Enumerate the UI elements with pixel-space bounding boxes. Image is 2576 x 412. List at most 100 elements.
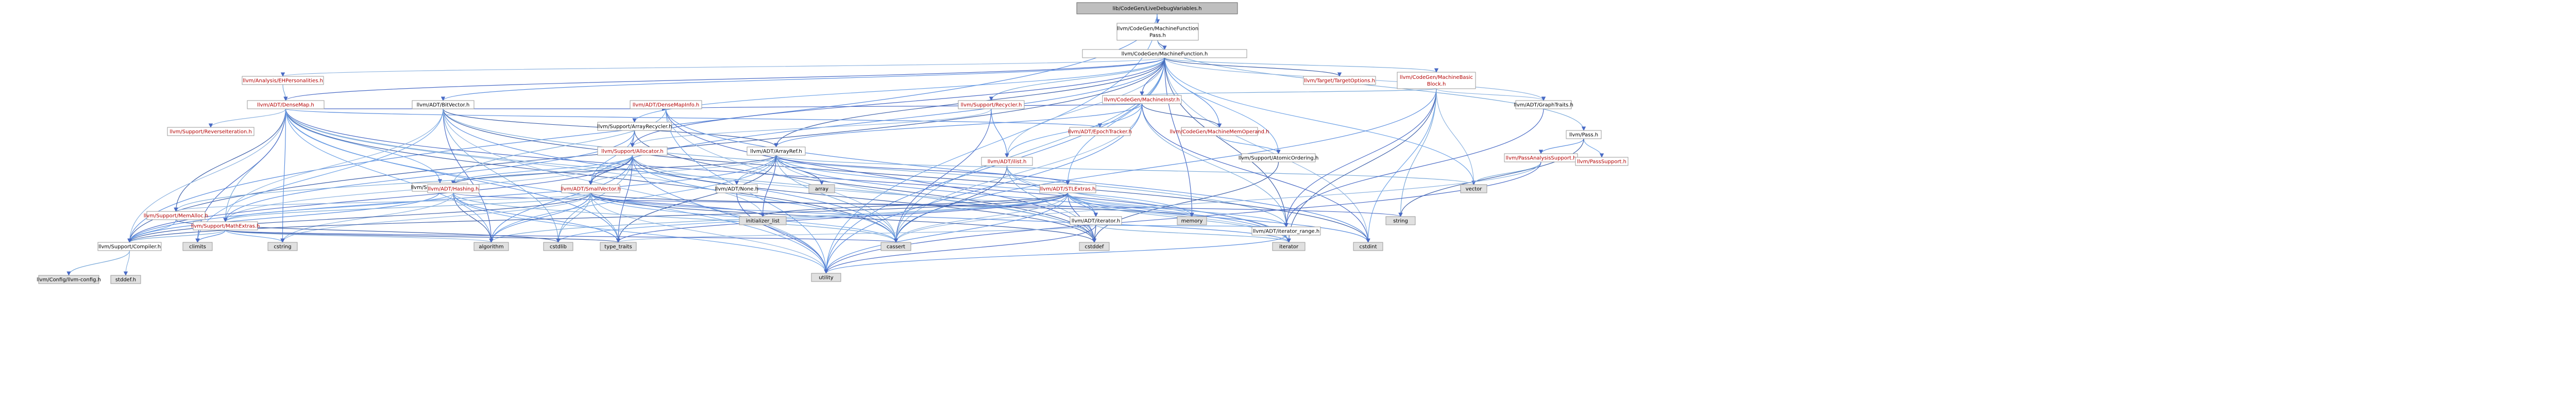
edge-mf-to-recycler <box>989 57 1165 101</box>
node-utility: utility <box>811 273 841 282</box>
edge-mf-to-vector <box>1164 57 1476 185</box>
edge-mbb-to-cassert <box>893 88 1437 243</box>
node-root[interactable]: lib/CodeGen/LiveDebugVariables.h <box>1076 2 1238 14</box>
node-pass[interactable]: llvm/Pass.h <box>1566 130 1602 139</box>
node-array: array <box>808 184 835 193</box>
edge-mi-to-mmo <box>1141 103 1222 128</box>
edge-mf-to-tto <box>1164 57 1342 77</box>
node-label-cassert: cassert <box>887 244 905 250</box>
edge-bv-to-mathx <box>223 108 444 222</box>
node-ept[interactable]: llvm/ADT/EpochTracker.h <box>1068 127 1132 136</box>
node-mmo[interactable]: llvm/CodeGen/MachineMemOperand.h <box>1170 127 1269 136</box>
node-box-tto <box>1303 76 1376 85</box>
node-label-cstring: cstring <box>274 244 291 250</box>
node-label-cfg: llvm/Config/llvm-config.h <box>37 277 101 283</box>
node-arref[interactable]: llvm/ADT/ArrayRef.h <box>747 146 806 156</box>
node-hashing[interactable]: llvm/ADT/Hashing.h <box>427 184 480 193</box>
node-cfg: llvm/Config/llvm-config.h <box>37 275 101 284</box>
edge-alloc-to-cassert <box>632 155 899 243</box>
node-dm[interactable]: llvm/ADT/DenseMap.h <box>247 100 325 109</box>
node-stlx[interactable]: llvm/ADT/STLExtras.h <box>1039 184 1096 193</box>
edge-pas-to-vector <box>1471 161 1541 185</box>
node-ehp[interactable]: llvm/Analysis/EHPersonalities.h <box>242 76 324 85</box>
edge-hashing-to-string <box>453 192 1403 217</box>
node-box-algorithm <box>473 242 509 251</box>
node-label-dmi: llvm/ADT/DenseMapInfo.h <box>633 103 700 108</box>
edge-recycler-to-ilist <box>991 108 1009 158</box>
node-label-cstddef: cstddef <box>1085 244 1104 250</box>
node-box-ilist <box>981 157 1033 166</box>
edge-stlx-to-initlist <box>760 192 1069 217</box>
edge-sv-to-memalloc <box>174 192 591 212</box>
node-iter[interactable]: llvm/ADT/iterator.h <box>1070 216 1122 225</box>
edge-stlx-to-utility <box>824 192 1069 274</box>
node-cassert: cassert <box>880 242 911 251</box>
node-tto[interactable]: llvm/Target/TargetOptions.h <box>1303 76 1376 85</box>
node-box-comp <box>97 242 162 251</box>
edge-mf-to-mi <box>1140 57 1165 96</box>
edge-dm-to-initlist <box>285 108 765 217</box>
edge-ar-to-sv <box>588 130 635 185</box>
node-box-ept <box>1069 127 1131 136</box>
edge-stlx-to-iter <box>1067 192 1098 217</box>
edge-dmi-to-cstddef <box>665 108 1097 243</box>
edge-mi-to-cstdint <box>1141 103 1370 243</box>
node-box-root <box>1076 2 1238 14</box>
edge-dm-to-ept <box>285 108 1102 128</box>
edge-iter-to-utility <box>824 224 1096 274</box>
node-box-gt <box>1515 100 1572 109</box>
node-box-ehp <box>242 76 324 85</box>
node-label-gt: llvm/ADT/GraphTraits.h <box>1514 103 1573 108</box>
node-ps[interactable]: llvm/PassSupport.h <box>1575 157 1629 166</box>
node-ilist[interactable]: llvm/ADT/ilist.h <box>981 157 1033 166</box>
node-box-ps <box>1575 157 1629 166</box>
edge-arref-to-vector <box>775 155 1476 185</box>
node-label-cstdint: cstdint <box>1359 244 1377 250</box>
node-mathx[interactable]: llvm/Support/MathExtras.h <box>191 221 260 230</box>
edge-dm-to-ao2 <box>285 108 443 184</box>
node-label-root: lib/CodeGen/LiveDebugVariables.h <box>1112 6 1201 12</box>
node-ao[interactable]: llvm/Support/AtomicOrdering.h <box>1239 153 1319 162</box>
dependency-nodes: lib/CodeGen/LiveDebugVariables.h llvm/Cod… <box>37 2 1629 284</box>
edge-recycler-to-alloc <box>630 108 992 147</box>
node-box-pass <box>1566 130 1602 139</box>
edge-mf-to-mbb <box>1164 57 1438 73</box>
node-label-vector: vector <box>1466 187 1483 192</box>
node-label-hashing: llvm/ADT/Hashing.h <box>428 187 479 192</box>
node-none[interactable]: llvm/ADT/None.h <box>715 184 758 193</box>
node-box-mbb <box>1397 72 1476 89</box>
node-dmi[interactable]: llvm/ADT/DenseMapInfo.h <box>630 100 702 109</box>
node-initlist: initializer_list <box>739 216 787 225</box>
node-label-bv: llvm/ADT/BitVector.h <box>417 103 470 108</box>
edge-hashing-to-mathx <box>223 192 454 222</box>
edge-hashing-to-typetraits <box>453 192 621 243</box>
node-mf[interactable]: llvm/CodeGen/MachineFunction.h <box>1082 49 1247 58</box>
node-algorithm: algorithm <box>473 242 509 251</box>
node-memalloc[interactable]: llvm/Support/MemAlloc.h <box>144 211 209 220</box>
node-comp[interactable]: llvm/Support/Compiler.h <box>97 242 162 251</box>
edge-mf-to-ehp <box>281 57 1165 77</box>
edge-mathx-to-comp <box>127 229 226 243</box>
edge-bv-to-cassert <box>443 108 899 243</box>
edge-iter-to-typetraits <box>616 224 1096 243</box>
node-label-revit: llvm/Support/ReverseIteration.h <box>170 129 252 135</box>
node-sv[interactable]: llvm/ADT/SmallVector.h <box>561 184 621 193</box>
edge-sv-to-algorithm <box>489 192 591 243</box>
node-ar[interactable]: llvm/Support/ArrayRecycler.h <box>597 122 672 131</box>
node-memory: memory <box>1177 216 1207 225</box>
edge-dm-to-utility <box>285 108 828 274</box>
node-pas[interactable]: llvm/PassAnalysisSupport.h <box>1504 153 1578 162</box>
node-mi[interactable]: llvm/CodeGen/MachineInstr.h <box>1102 95 1182 104</box>
node-recycler[interactable]: llvm/Support/Recycler.h <box>958 100 1025 109</box>
edge-alloc-to-cstdlib <box>556 155 633 243</box>
node-iterr[interactable]: llvm/ADT/iterator_range.h <box>1251 226 1321 236</box>
edge-ar-to-cstddef <box>634 130 1097 243</box>
node-revit[interactable]: llvm/Support/ReverseIteration.h <box>167 127 255 136</box>
node-gt[interactable]: llvm/ADT/GraphTraits.h <box>1514 100 1573 109</box>
edge-mbb-to-vector <box>1436 88 1476 185</box>
node-alloc[interactable]: llvm/Support/Allocator.h <box>597 146 668 156</box>
node-bv[interactable]: llvm/ADT/BitVector.h <box>412 100 474 109</box>
